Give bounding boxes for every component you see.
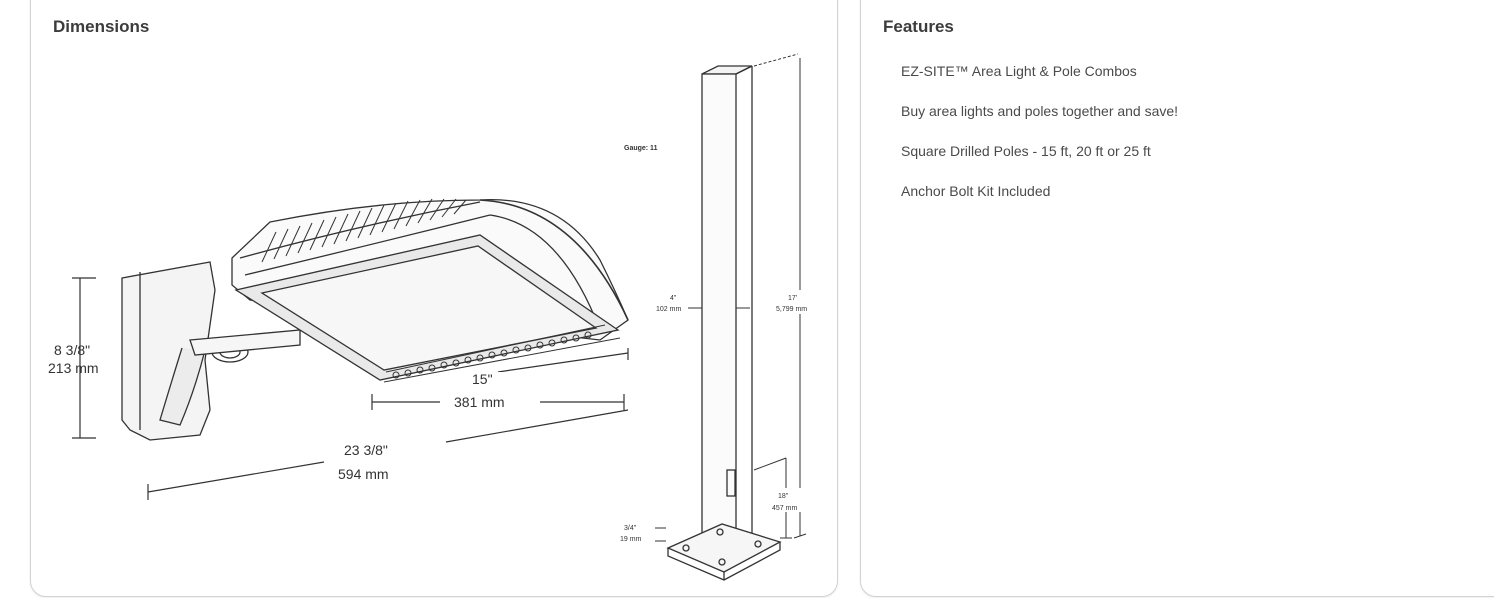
feature-item: EZ-SITE™ Area Light & Pole Combos	[901, 63, 1137, 79]
pole-width-dimension-line	[688, 302, 750, 314]
pole-width-inches-label: 4"	[670, 295, 677, 302]
plate-mm-label: 19 mm	[620, 536, 642, 543]
gauge-label: Gauge: 11	[624, 145, 658, 152]
area-light-fixture	[121, 198, 629, 441]
features-title: Features	[883, 17, 954, 36]
pole-width-mm-label: 102 mm	[656, 306, 681, 313]
plate-inches-label: 3/4"	[624, 525, 637, 532]
length-dimension-line	[147, 409, 629, 500]
height-inches-label: 8 3/8"	[54, 342, 90, 358]
feature-item: Square Drilled Poles - 15 ft, 20 ft or 2…	[901, 143, 1151, 159]
length-mm-label: 594 mm	[338, 466, 389, 482]
base-height-mm-label: 457 mm	[772, 505, 797, 512]
feature-item: Buy area lights and poles together and s…	[901, 103, 1179, 119]
features-panel: Features EZ-SITE™ Area Light & Pole Comb…	[860, 0, 1494, 597]
base-height-inches-label: 18"	[778, 493, 789, 500]
height-mm-label: 213 mm	[48, 360, 99, 376]
features-list: EZ-SITE™ Area Light & Pole Combos Buy ar…	[901, 61, 1178, 221]
pole-height-inches-label: 17'	[788, 295, 797, 302]
square-pole-drawing	[666, 65, 782, 581]
length-inches-label: 23 3/8"	[344, 442, 388, 458]
pole-height-mm-label: 5,799 mm	[776, 306, 807, 313]
dimensions-title: Dimensions	[53, 17, 150, 36]
feature-item: Anchor Bolt Kit Included	[901, 183, 1051, 199]
width-inches-label: 15"	[472, 371, 493, 387]
width-mm-label: 381 mm	[454, 394, 505, 410]
height-dimension-line	[72, 277, 96, 439]
plate-thickness-dimension-line	[655, 527, 666, 542]
